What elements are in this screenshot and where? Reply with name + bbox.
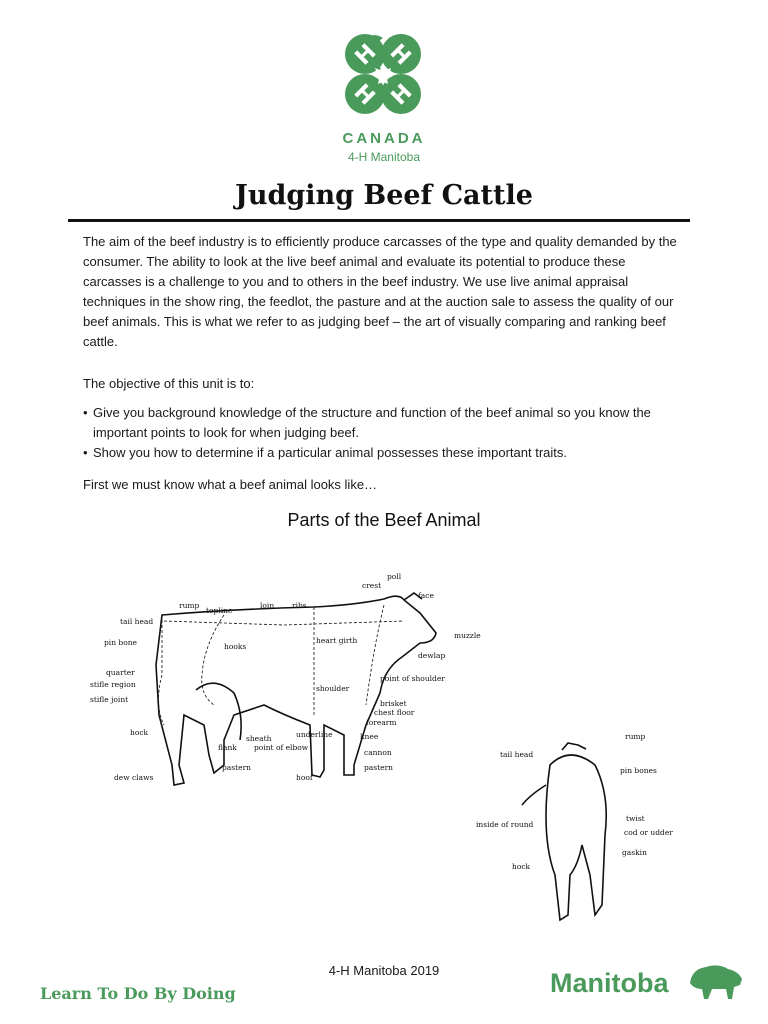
part-label: rump bbox=[179, 601, 200, 610]
part-label: dewlap bbox=[418, 651, 446, 660]
page-title: Judging Beef Cattle bbox=[235, 180, 533, 211]
transition-text: First we must know what a beef animal lo… bbox=[83, 477, 378, 492]
objective-intro: The objective of this unit is to: bbox=[83, 376, 255, 391]
manitoba-wordmark: Manitoba bbox=[550, 968, 669, 998]
part-label: cod or udder bbox=[624, 828, 673, 837]
part-label: stifle region bbox=[90, 680, 136, 689]
side-view-labels: poll crest face rump loin ribs topline t… bbox=[90, 572, 481, 782]
logo-org: 4-H Manitoba bbox=[347, 150, 421, 164]
part-label: chest floor bbox=[374, 708, 415, 717]
title-divider bbox=[68, 219, 690, 222]
objective-list: Give you background knowledge of the str… bbox=[83, 403, 683, 463]
part-label: tail head bbox=[500, 750, 533, 759]
part-label: pastern bbox=[222, 763, 251, 772]
part-label: face bbox=[418, 591, 434, 600]
part-label: pin bone bbox=[104, 638, 138, 647]
4-h-clover-icon: H H H H bbox=[333, 24, 433, 124]
part-label: pastern bbox=[364, 763, 393, 772]
part-label: loin bbox=[260, 601, 274, 610]
part-label: quarter bbox=[106, 668, 135, 677]
part-label: hock bbox=[512, 862, 531, 871]
part-label: rump bbox=[625, 732, 646, 741]
part-label: poll bbox=[387, 572, 402, 581]
footer-year: 4-H Manitoba 2019 bbox=[328, 963, 440, 978]
part-label: flank bbox=[218, 743, 237, 752]
part-label: hooks bbox=[224, 642, 246, 651]
part-label: tail head bbox=[120, 617, 153, 626]
part-label: point of elbow bbox=[254, 743, 309, 752]
part-label: forearm bbox=[366, 718, 396, 727]
beef-side-view-diagram: poll crest face rump loin ribs topline t… bbox=[90, 572, 481, 786]
part-label: brisket bbox=[380, 699, 407, 708]
part-label: hoof bbox=[296, 773, 314, 782]
part-label: cannon bbox=[364, 748, 392, 757]
part-label: muzzle bbox=[454, 631, 481, 640]
part-label: shoulder bbox=[316, 684, 350, 693]
part-label: topline bbox=[206, 606, 233, 615]
part-label: heart girth bbox=[316, 636, 358, 645]
part-label: ribs bbox=[292, 601, 307, 610]
part-label: knee bbox=[360, 732, 379, 741]
part-label: gaskin bbox=[622, 848, 647, 857]
list-item: Show you how to determine if a particula… bbox=[83, 443, 683, 463]
beef-rear-view-diagram: rump tail head pin bones twist inside of… bbox=[476, 732, 673, 922]
footer-motto: Learn To Do By Doing bbox=[40, 984, 236, 1003]
part-label: pin bones bbox=[620, 766, 657, 775]
part-label: sheath bbox=[246, 734, 272, 743]
logo-country: CANADA bbox=[342, 130, 426, 147]
part-label: inside of round bbox=[476, 820, 534, 829]
part-label: hock bbox=[130, 728, 149, 737]
part-label: point of shoulder bbox=[380, 674, 445, 683]
rear-view-labels: rump tail head pin bones twist inside of… bbox=[476, 732, 673, 871]
diagram-title: Parts of the Beef Animal bbox=[287, 510, 481, 530]
list-item: Give you background knowledge of the str… bbox=[83, 403, 683, 443]
part-label: stifle joint bbox=[90, 695, 128, 704]
part-label: twist bbox=[626, 814, 645, 823]
bison-icon bbox=[684, 961, 746, 1003]
part-label: dew claws bbox=[114, 773, 154, 782]
part-label: underline bbox=[296, 730, 333, 739]
part-label: crest bbox=[362, 581, 381, 590]
intro-paragraph: The aim of the beef industry is to effic… bbox=[83, 234, 677, 349]
